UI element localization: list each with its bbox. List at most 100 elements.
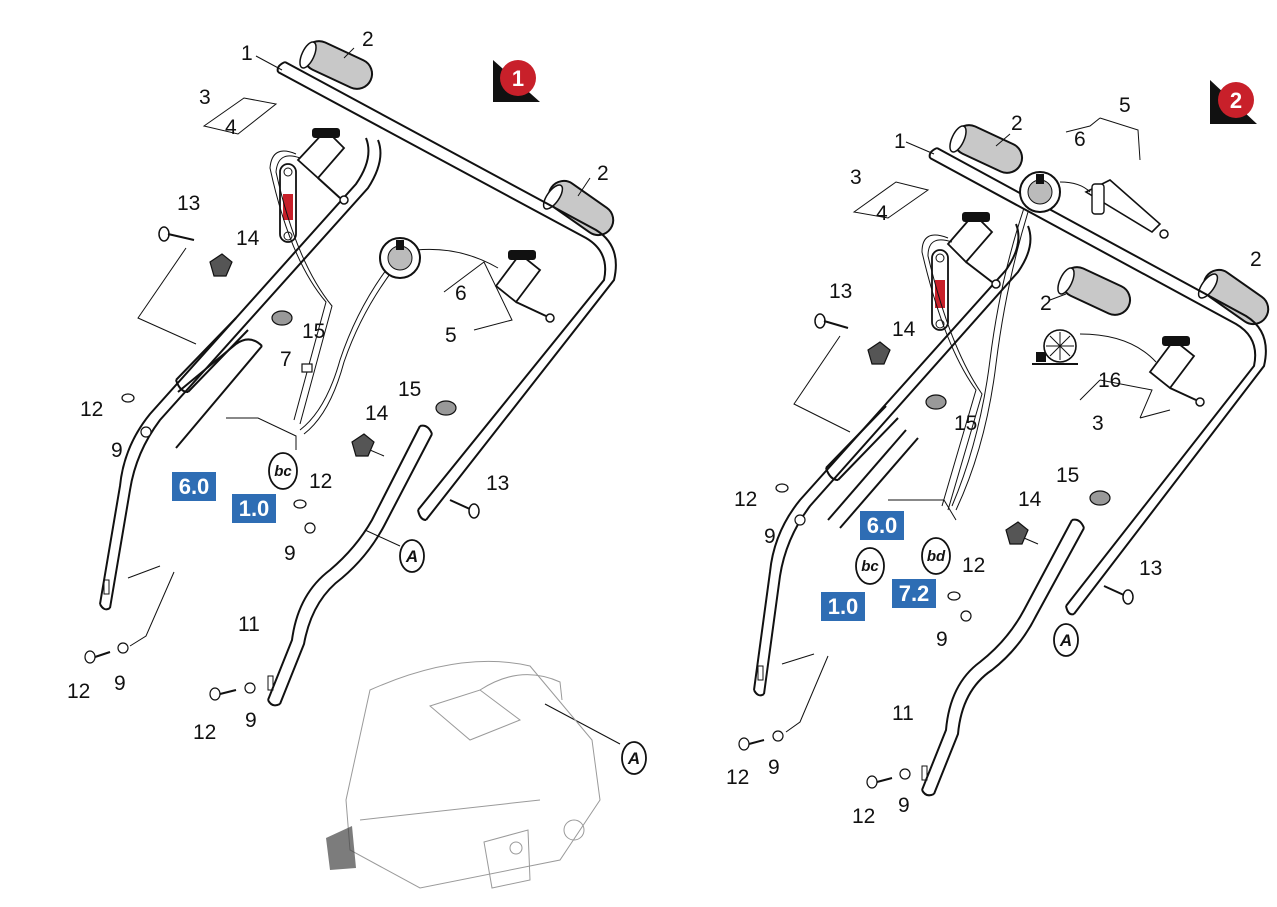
push-handle-bar	[928, 147, 1267, 616]
figure-2-badge: 2	[1210, 80, 1257, 124]
side-lever	[1084, 179, 1169, 239]
part-label: 12	[962, 554, 985, 577]
part-label: 9	[768, 756, 780, 779]
reference-box-text: 6.0	[867, 513, 898, 538]
bolt	[947, 591, 972, 622]
bowden-cable	[921, 181, 1157, 511]
cable-tag-oval: bd	[921, 537, 951, 575]
cable-tag-text: bc	[274, 463, 292, 480]
part-label: 15	[302, 320, 325, 343]
part-label: 16	[1098, 369, 1121, 392]
reference-box: 6.0	[860, 511, 904, 540]
part-label: 2	[1250, 248, 1262, 271]
inner-tube	[175, 317, 249, 393]
reference-box-text: 7.2	[899, 581, 930, 606]
callout-lines	[781, 117, 1171, 733]
part-label: 1	[894, 130, 906, 153]
brush-symbol-icon	[1032, 329, 1078, 365]
hand-grip	[299, 40, 374, 90]
brake-lever	[296, 128, 349, 205]
sweeper-machine-illustration	[326, 660, 601, 889]
part-label: 9	[284, 542, 296, 565]
star-knob	[351, 433, 385, 457]
bowden-cable	[269, 150, 499, 435]
part-label: 4	[876, 202, 888, 225]
part-label: 12	[309, 470, 332, 493]
bolt	[449, 499, 480, 519]
bolt	[775, 483, 806, 526]
reference-box: 7.2	[892, 579, 936, 608]
lower-tube	[267, 424, 433, 707]
detail-marker-text: A	[405, 547, 418, 566]
part-label: 5	[445, 324, 457, 347]
detail-marker-a: A	[621, 741, 647, 775]
hand-grip	[1057, 266, 1132, 316]
bolt	[209, 682, 256, 701]
part-label: 12	[726, 766, 749, 789]
brush-adjuster-dial	[379, 237, 421, 279]
figure-1: 1	[67, 28, 647, 889]
part-label: 12	[67, 680, 90, 703]
part-label: 3	[1092, 412, 1104, 435]
threaded-knob	[271, 310, 293, 326]
detail-marker-text: A	[1059, 631, 1072, 650]
reference-box: 6.0	[172, 472, 216, 501]
part-label: 6	[455, 282, 467, 305]
callout-lines	[127, 47, 621, 745]
cable-tag-oval: bc	[855, 547, 885, 585]
part-label: 12	[734, 488, 757, 511]
bolt	[293, 499, 316, 534]
adjustment-plate	[931, 249, 949, 331]
brake-lever	[1148, 336, 1205, 407]
part-label: 1	[241, 42, 253, 65]
reference-box-text: 1.0	[828, 594, 859, 619]
star-knob	[867, 341, 891, 365]
hand-grip	[1197, 268, 1270, 326]
part-label: 15	[954, 412, 977, 435]
reference-box-text: 6.0	[179, 474, 210, 499]
detail-marker-a: A	[1053, 623, 1079, 657]
part-label: 9	[898, 794, 910, 817]
part-label: 11	[238, 613, 260, 636]
part-label: 12	[80, 398, 103, 421]
cable-tag-text: bc	[861, 558, 879, 575]
part-label: 9	[245, 709, 257, 732]
brake-lever	[946, 212, 1001, 289]
threaded-knob	[1089, 490, 1111, 506]
threaded-knob	[435, 400, 457, 416]
part-label: 9	[764, 525, 776, 548]
inner-tube	[825, 405, 919, 529]
part-label: 11	[892, 702, 914, 725]
bolt	[738, 730, 784, 751]
lower-tube	[921, 518, 1085, 797]
brake-lever	[494, 250, 555, 323]
part-label: 2	[362, 28, 374, 51]
detail-marker-a: A	[399, 539, 425, 573]
part-label: 13	[829, 280, 852, 303]
bolt	[866, 768, 911, 789]
inner-tube-middle	[175, 338, 263, 449]
figure-2-badge-number: 2	[1230, 88, 1242, 113]
part-label: 2	[597, 162, 609, 185]
part-label: 9	[111, 439, 123, 462]
figure-1-badge: 1	[493, 60, 540, 102]
cable-tag-text: bd	[927, 548, 946, 565]
part-label: 9	[936, 628, 948, 651]
part-label: 12	[193, 721, 216, 744]
part-label: 13	[177, 192, 200, 215]
part-number-labels: 1 2 2 3 4 5 6 7 9 9 9 9 11 12 12 12 12 1…	[67, 28, 609, 744]
part-label: 2	[1011, 112, 1023, 135]
cable-tag-oval: bc	[268, 452, 298, 490]
star-knob	[1005, 521, 1039, 545]
part-label: 13	[486, 472, 509, 495]
push-handle-bar	[276, 61, 617, 521]
part-label: 15	[1056, 464, 1079, 487]
part-number-labels: 1 2 2 2 3 3 4 5 6 9 9 9 9 11 12 12 12 12…	[726, 94, 1262, 828]
side-tube-left	[753, 223, 1032, 697]
hand-grip	[949, 124, 1024, 174]
part-label: 5	[1119, 94, 1131, 117]
side-tube-left	[99, 137, 382, 611]
figure-1-badge-number: 1	[512, 66, 524, 91]
reference-box: 1.0	[232, 494, 276, 523]
part-label: 13	[1139, 557, 1162, 580]
